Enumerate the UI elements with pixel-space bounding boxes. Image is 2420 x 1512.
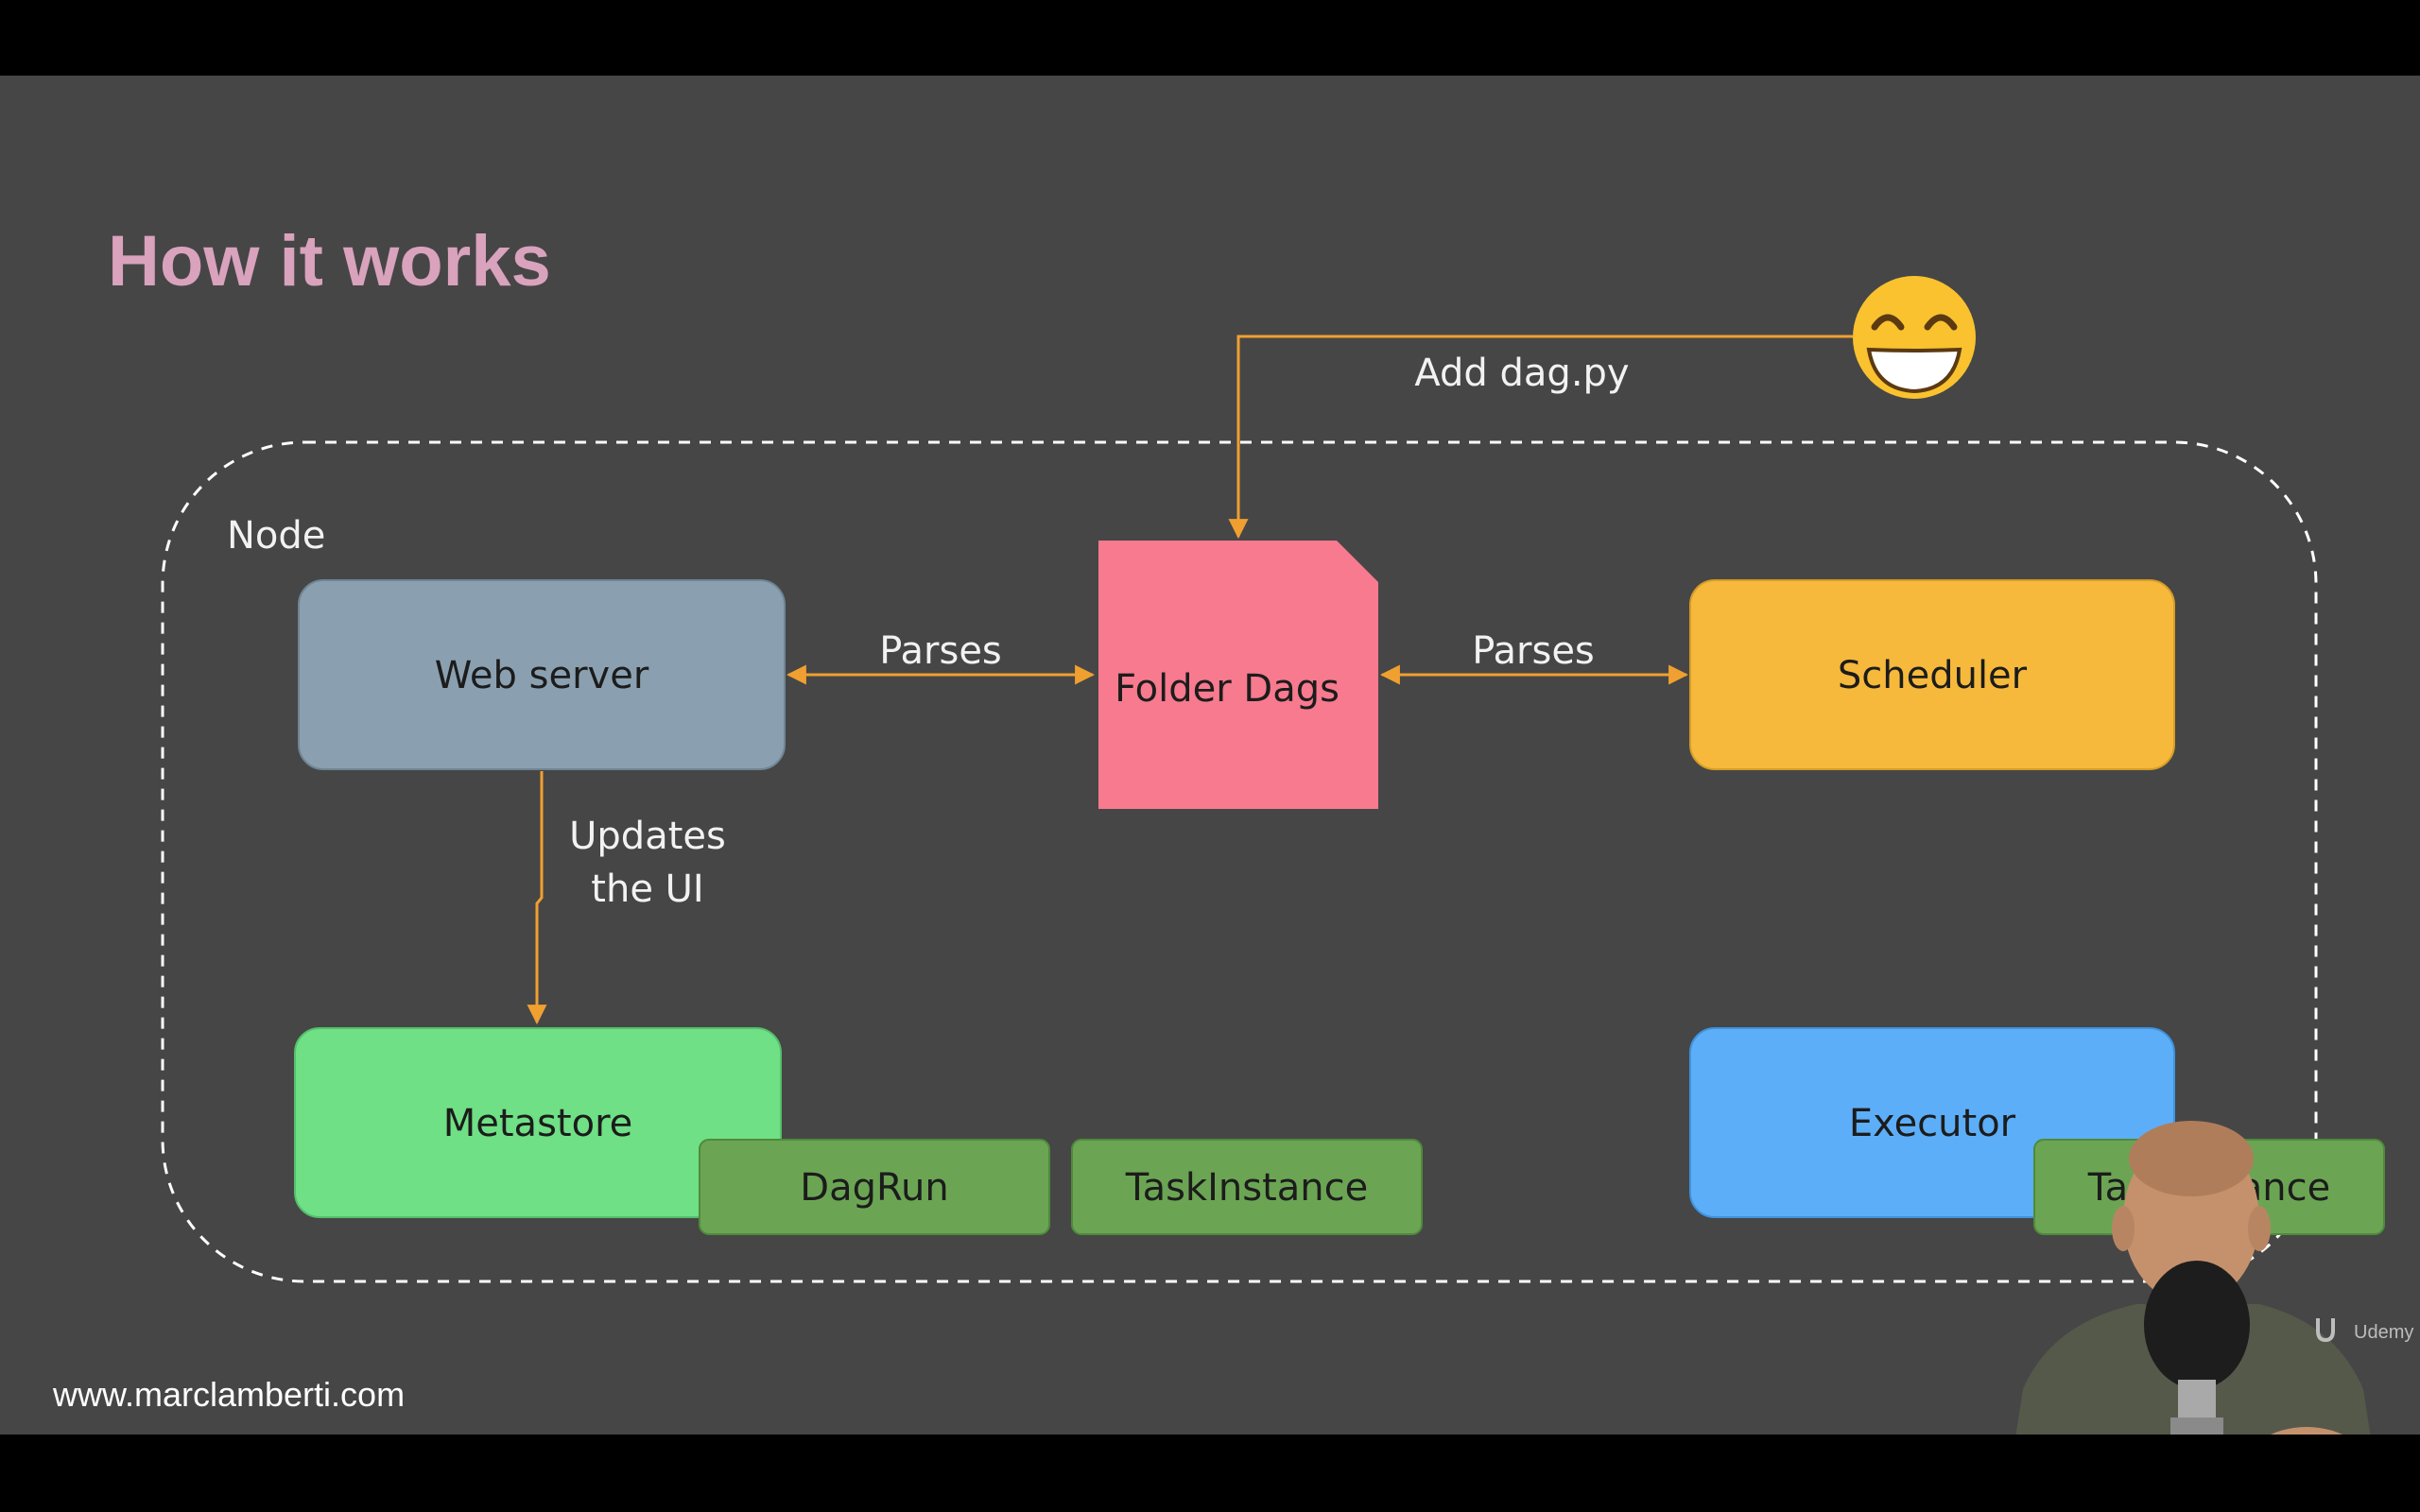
grinning-face-icon <box>1853 276 1976 399</box>
add-dag-arrow <box>1228 335 1853 540</box>
presenter-video <box>2015 1121 2371 1435</box>
updates-label-line1: Updates <box>569 815 726 858</box>
parses-left-label: Parses <box>879 629 1002 673</box>
add-dag-label: Add dag.py <box>1414 352 1629 395</box>
web-server-box <box>298 579 786 770</box>
dagrun-box <box>699 1139 1050 1235</box>
executor-label: Executor <box>1849 1102 2016 1145</box>
node-label: Node <box>227 514 325 558</box>
dagrun-label: DagRun <box>800 1166 948 1210</box>
folder-dags-box <box>1098 541 1378 809</box>
scheduler-label: Scheduler <box>1838 654 2028 697</box>
taskinstance-box <box>1071 1139 1423 1235</box>
updates-label-line2: the UI <box>591 868 703 911</box>
folder-dags-label: Folder Dags <box>1115 667 1340 711</box>
page-title: How it works <box>108 221 551 301</box>
taskinstance-label: TaskInstance <box>1125 1166 1368 1210</box>
metastore-box <box>294 1027 782 1218</box>
parses-right-label: Parses <box>1472 629 1595 673</box>
scheduler-box <box>1689 579 2175 770</box>
metastore-label: Metastore <box>443 1102 633 1145</box>
udemy-label: Udemy <box>2354 1322 2413 1343</box>
node-container <box>161 440 2318 1283</box>
slide: How it works Node Add dag.py Web server … <box>0 76 2420 1435</box>
diagram: How it works Node Add dag.py Web server … <box>52 221 2413 1435</box>
updates-ui-arrow <box>527 771 547 1025</box>
web-server-label: Web server <box>435 654 649 697</box>
footer-url: www.marclamberti.com <box>52 1375 405 1414</box>
udemy-logo: Udemy <box>2316 1318 2413 1343</box>
